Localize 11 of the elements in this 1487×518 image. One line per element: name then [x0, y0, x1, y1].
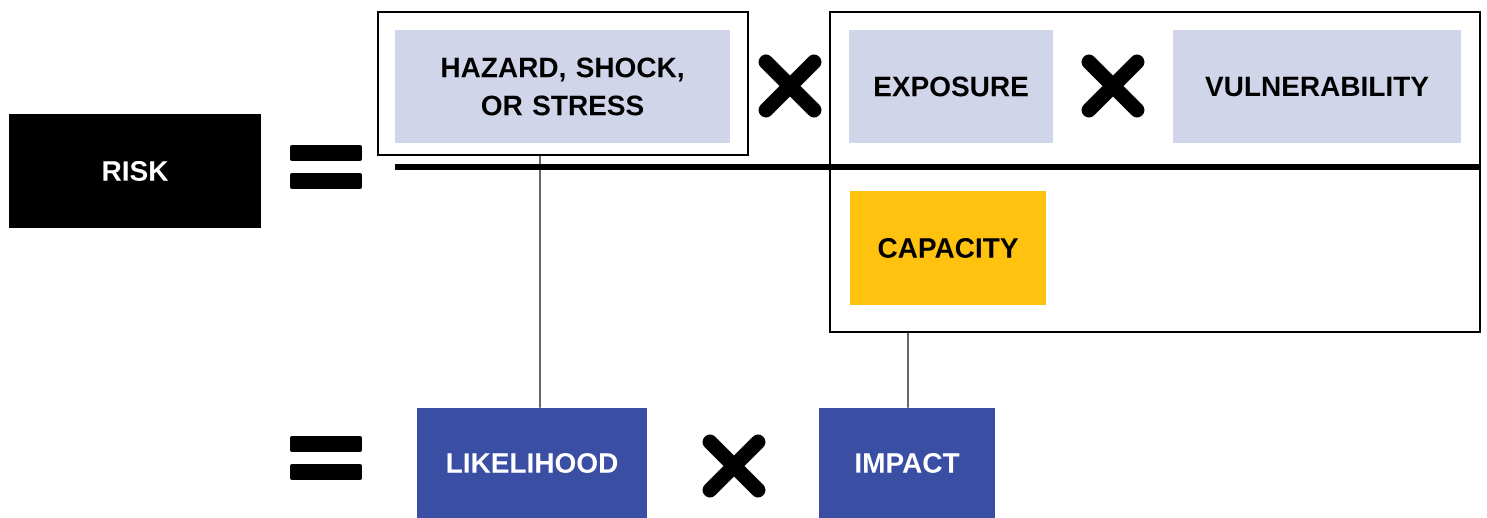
factor-box: HAZARD, SHOCK, OR STRESS [395, 30, 730, 143]
group-frame [377, 11, 749, 156]
factor-box: IMPACT [819, 408, 995, 518]
group-frame [829, 11, 1481, 333]
factor-box: CAPACITY [850, 191, 1046, 305]
factor-box: VULNERABILITY [1173, 30, 1461, 143]
result-box: RISK [9, 114, 261, 228]
connector-line [907, 332, 909, 409]
factor-box: LIKELIHOOD [417, 408, 647, 518]
connector-line [539, 155, 541, 409]
factor-box: EXPOSURE [849, 30, 1053, 143]
